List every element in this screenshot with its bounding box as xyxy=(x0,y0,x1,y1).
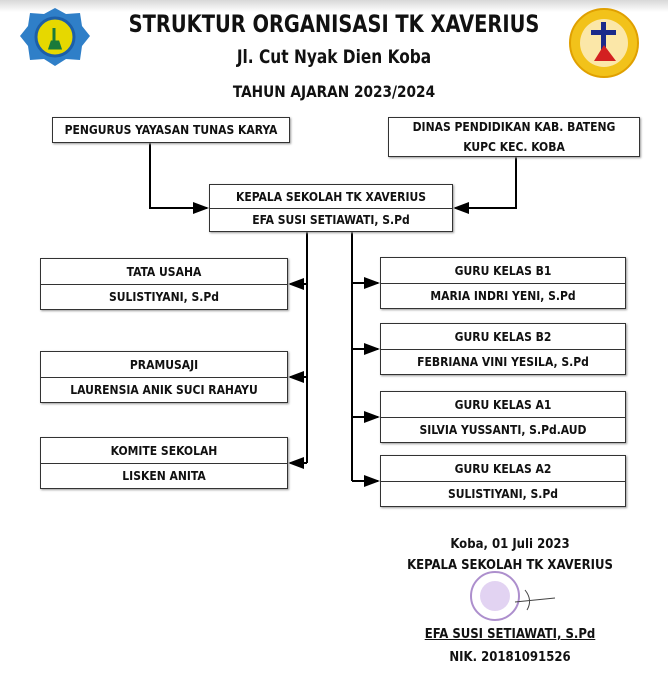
role: KOMITE SEKOLAH xyxy=(110,443,218,458)
person: SULISTIYANI, S.Pd xyxy=(381,481,625,506)
signatory-name: EFA SUSI SETIAWATI, S.Pd xyxy=(424,627,596,642)
academic-year: TAHUN AJARAN 2023/2024 xyxy=(232,82,436,101)
dinas-box: DINAS PENDIDIKAN KAB. BATENG KUPC KEC. K… xyxy=(388,117,640,157)
person: LAURENSIA ANIK SUCI RAHAYU xyxy=(41,377,287,402)
left-box-komite: KOMITE SEKOLAH LISKEN ANITA xyxy=(40,437,288,489)
yayasan-box: PENGURUS YAYASAN TUNAS KARYA xyxy=(52,117,290,143)
page-title: STRUKTUR ORGANISASI TK XAVERIUS xyxy=(128,10,540,38)
dinas-line2: KUPC KEC. KOBA xyxy=(463,140,565,154)
signature-title: KEPALA SEKOLAH TK XAVERIUS xyxy=(407,558,613,573)
person: FEBRIANA VINI YESILA, S.Pd xyxy=(381,349,625,374)
person: SILVIA YUSSANTI, S.Pd.AUD xyxy=(381,417,625,442)
right-box-b2: GURU KELAS B2 FEBRIANA VINI YESILA, S.Pd xyxy=(380,323,626,375)
person: LISKEN ANITA xyxy=(41,463,287,488)
top-shade xyxy=(0,0,668,12)
dinas-line1: DINAS PENDIDIKAN KAB. BATENG xyxy=(412,120,616,134)
left-box-pramusaji: PRAMUSAJI LAURENSIA ANIK SUCI RAHAYU xyxy=(40,351,288,403)
role: GURU KELAS A1 xyxy=(454,397,552,412)
head-box: KEPALA SEKOLAH TK XAVERIUS EFA SUSI SETI… xyxy=(209,184,453,232)
role: GURU KELAS B2 xyxy=(454,329,552,344)
person: MARIA INDRI YENI, S.Pd xyxy=(381,283,625,308)
right-box-a2: GURU KELAS A2 SULISTIYANI, S.Pd xyxy=(380,455,626,507)
place-date: Koba, 01 Juli 2023 xyxy=(450,537,570,552)
role: GURU KELAS B1 xyxy=(454,263,552,278)
head-name: EFA SUSI SETIAWATI, S.Pd xyxy=(210,208,452,231)
head-role: KEPALA SEKOLAH TK XAVERIUS xyxy=(235,189,427,204)
right-box-b1: GURU KELAS B1 MARIA INDRI YENI, S.Pd xyxy=(380,257,626,309)
role: TATA USAHA xyxy=(126,264,202,279)
signatory-nik: NIK. 20181091526 xyxy=(449,650,571,665)
left-box-tata-usaha: TATA USAHA SULISTIYANI, S.Pd xyxy=(40,258,288,310)
right-box-a1: GURU KELAS A1 SILVIA YUSSANTI, S.Pd.AUD xyxy=(380,391,626,443)
address: Jl. Cut Nyak Dien Koba xyxy=(236,46,432,68)
role: PRAMUSAJI xyxy=(129,357,199,372)
person: SULISTIYANI, S.Pd xyxy=(41,284,287,309)
role: GURU KELAS A2 xyxy=(454,461,552,476)
